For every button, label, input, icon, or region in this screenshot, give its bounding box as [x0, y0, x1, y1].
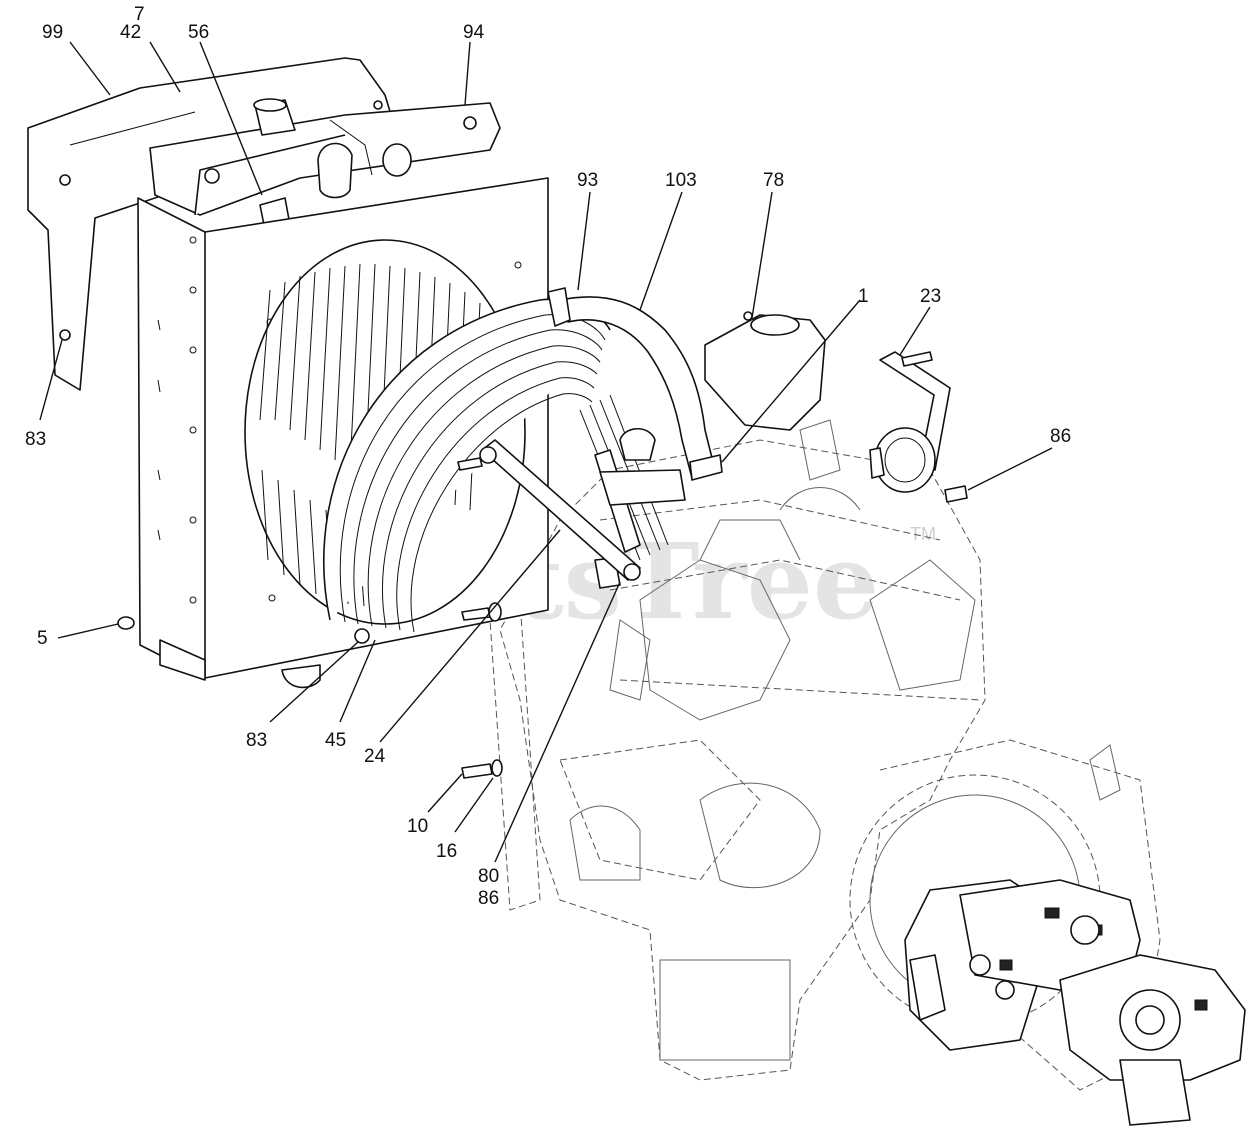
- callout-label: 86: [1050, 426, 1071, 447]
- callout-label: 99: [42, 22, 63, 43]
- fasteners: [117, 602, 503, 779]
- watermark-trademark: TM: [910, 524, 936, 544]
- engine-block: [489, 419, 986, 1081]
- callout-label: 5: [37, 628, 48, 649]
- callout-label: 56: [188, 22, 209, 43]
- callout-label: 1: [858, 286, 869, 307]
- callout-label: 16: [436, 841, 457, 862]
- callout-label: 23: [920, 286, 941, 307]
- callout-label: 24: [364, 746, 386, 767]
- coolant-reservoir: [704, 311, 826, 431]
- leader-lines: [39, 41, 1053, 863]
- callout-label: 78: [763, 170, 784, 191]
- callout-label: 93: [577, 170, 598, 191]
- mounting-bracket: [869, 351, 968, 503]
- support-bar: [457, 439, 641, 581]
- callout-label: 7: [134, 4, 145, 25]
- callout-label: 80: [478, 866, 499, 887]
- hydraulic-pump: [904, 879, 1246, 1126]
- callout-label: 83: [25, 429, 46, 450]
- callout-label: 86: [478, 888, 499, 909]
- callout-label: 45: [325, 730, 346, 751]
- callout-label: 42: [120, 22, 141, 43]
- upper-radiator-hose: [547, 287, 723, 481]
- callout-label: 83: [246, 730, 267, 751]
- callout-label: 103: [665, 170, 697, 191]
- callout-label: 94: [463, 22, 485, 43]
- callout-labels: 7 99 42 56 94 93 103 78 1 23 86 83 5 83 …: [25, 4, 1071, 909]
- callout-label: 10: [407, 816, 428, 837]
